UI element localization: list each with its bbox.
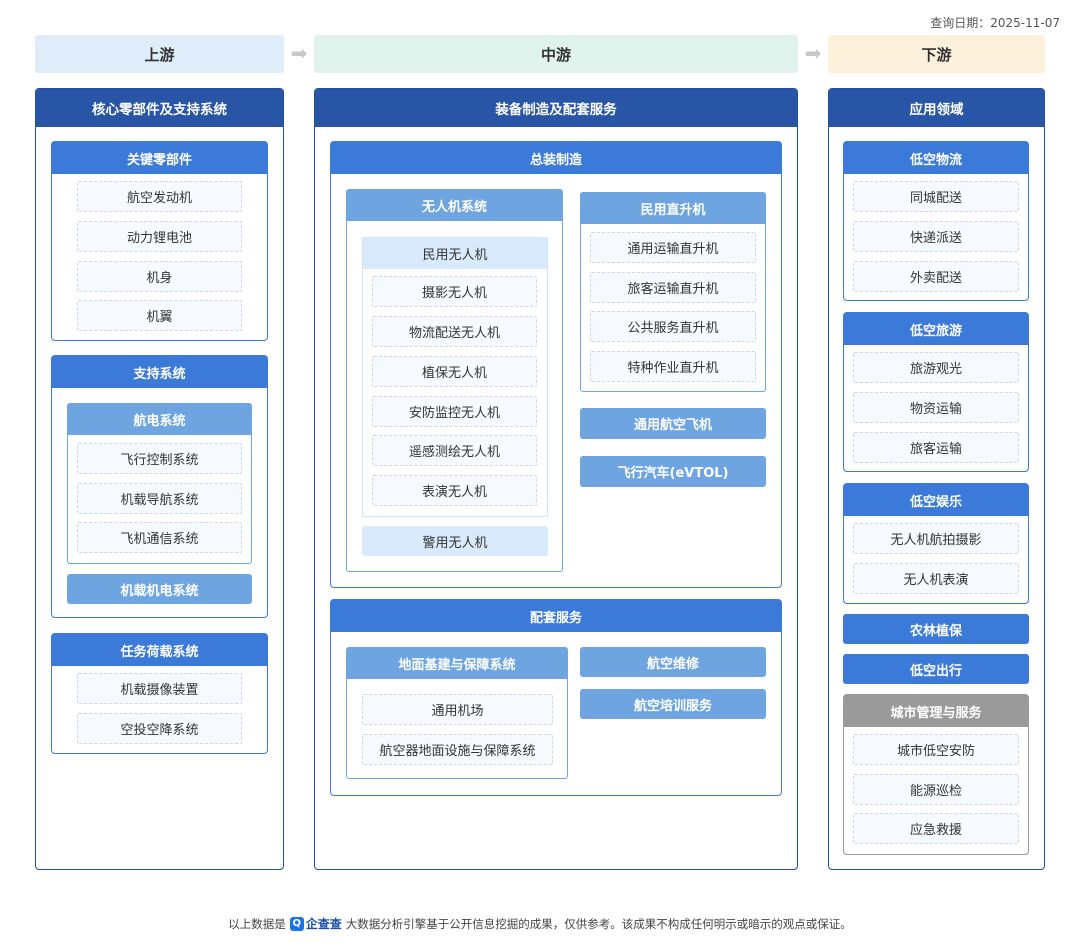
- item-lithium-battery: 动力锂电池: [77, 221, 242, 252]
- item-wing: 机翼: [77, 300, 242, 331]
- avionics-title: 航电系统: [68, 404, 251, 435]
- training-pill: 航空培训服务: [580, 689, 766, 719]
- qichacha-logo-icon: Q: [289, 916, 304, 931]
- item-navigation: 机载导航系统: [77, 483, 242, 514]
- tourism-title: 低空旅游: [844, 313, 1028, 345]
- item-general-heli: 通用运输直升机: [590, 232, 756, 263]
- support-title: 支持系统: [52, 356, 267, 388]
- item-airdrop: 空投空降系统: [77, 713, 242, 744]
- logistics-title: 低空物流: [844, 142, 1028, 174]
- query-date: 查询日期：2025-11-07: [930, 16, 1060, 30]
- stage-downstream: 下游: [828, 35, 1045, 73]
- item-plant-uav: 植保无人机: [372, 356, 537, 387]
- item-logistics-uav: 物流配送无人机: [372, 316, 537, 347]
- evtol-pill: 飞行汽车(eVTOL): [580, 456, 766, 487]
- item-security-uav: 安防监控无人机: [372, 396, 537, 427]
- item-emergency-rescue: 应急救援: [853, 813, 1019, 844]
- civil-uav-title: 民用无人机: [363, 238, 547, 269]
- payload-title: 任务荷载系统: [52, 634, 267, 666]
- item-cargo: 物资运输: [853, 392, 1019, 423]
- item-survey-uav: 遥感测绘无人机: [372, 435, 537, 466]
- footer-prefix: 以上数据是: [228, 916, 286, 931]
- footer-disclaimer: 以上数据是 Q 企查查 大数据分析引擎基于公开信息挖掘的成果，仅供参考。该成果不…: [0, 915, 1080, 932]
- stage-midstream: 中游: [314, 35, 798, 73]
- travel-pill: 低空出行: [843, 654, 1029, 684]
- heli-title: 民用直升机: [581, 193, 765, 224]
- midstream-title: 装备制造及配套服务: [315, 89, 797, 127]
- item-public-heli: 公共服务直升机: [590, 311, 756, 342]
- police-uav-pill: 警用无人机: [362, 526, 548, 556]
- item-camera: 机载摄像装置: [77, 673, 242, 704]
- item-aero-engine: 航空发动机: [77, 181, 242, 212]
- item-city-security: 城市低空安防: [853, 734, 1019, 765]
- downstream-title: 应用领域: [829, 89, 1044, 127]
- item-fuselage: 机身: [77, 261, 242, 292]
- assembly-title: 总装制造: [331, 142, 781, 174]
- arrow-right-icon: ➡: [290, 41, 308, 65]
- item-energy-inspection: 能源巡检: [853, 774, 1019, 805]
- item-ground-facility: 航空器地面设施与保障系统: [362, 734, 553, 765]
- electromech-pill: 机载机电系统: [67, 574, 252, 604]
- agri-pill: 农林植保: [843, 614, 1029, 644]
- item-show-uav: 表演无人机: [372, 475, 537, 506]
- item-passenger: 旅客运输: [853, 432, 1019, 463]
- key-parts-title: 关键零部件: [52, 142, 267, 174]
- footer-suffix: 大数据分析引擎基于公开信息挖掘的成果，仅供参考。该成果不构成任何明示或暗示的观点…: [345, 916, 852, 931]
- stage-upstream: 上游: [35, 35, 284, 73]
- item-takeout: 外卖配送: [853, 261, 1019, 292]
- maintenance-pill: 航空维修: [580, 647, 766, 677]
- item-photo-uav: 摄影无人机: [372, 276, 537, 307]
- upstream-title: 核心零部件及支持系统: [36, 89, 283, 127]
- item-same-city: 同城配送: [853, 181, 1019, 212]
- general-aircraft-pill: 通用航空飞机: [580, 408, 766, 439]
- item-express: 快递派送: [853, 221, 1019, 252]
- qichacha-logo: Q 企查查: [289, 915, 342, 932]
- item-sightseeing: 旅游观光: [853, 352, 1019, 383]
- city-title: 城市管理与服务: [844, 695, 1028, 727]
- services-title: 配套服务: [331, 600, 781, 632]
- item-communication: 飞机通信系统: [77, 522, 242, 553]
- arrow-right-icon: ➡: [804, 41, 822, 65]
- item-drone-show: 无人机表演: [853, 563, 1019, 594]
- ground-title: 地面基建与保障系统: [347, 648, 567, 679]
- entertainment-title: 低空娱乐: [844, 484, 1028, 516]
- qichacha-logo-text: 企查查: [305, 917, 342, 931]
- item-airport: 通用机场: [362, 694, 553, 725]
- uav-title: 无人机系统: [347, 190, 562, 221]
- item-special-heli: 特种作业直升机: [590, 351, 756, 382]
- item-flight-control: 飞行控制系统: [77, 443, 242, 474]
- item-aerial-photo: 无人机航拍摄影: [853, 523, 1019, 554]
- item-passenger-heli: 旅客运输直升机: [590, 272, 756, 303]
